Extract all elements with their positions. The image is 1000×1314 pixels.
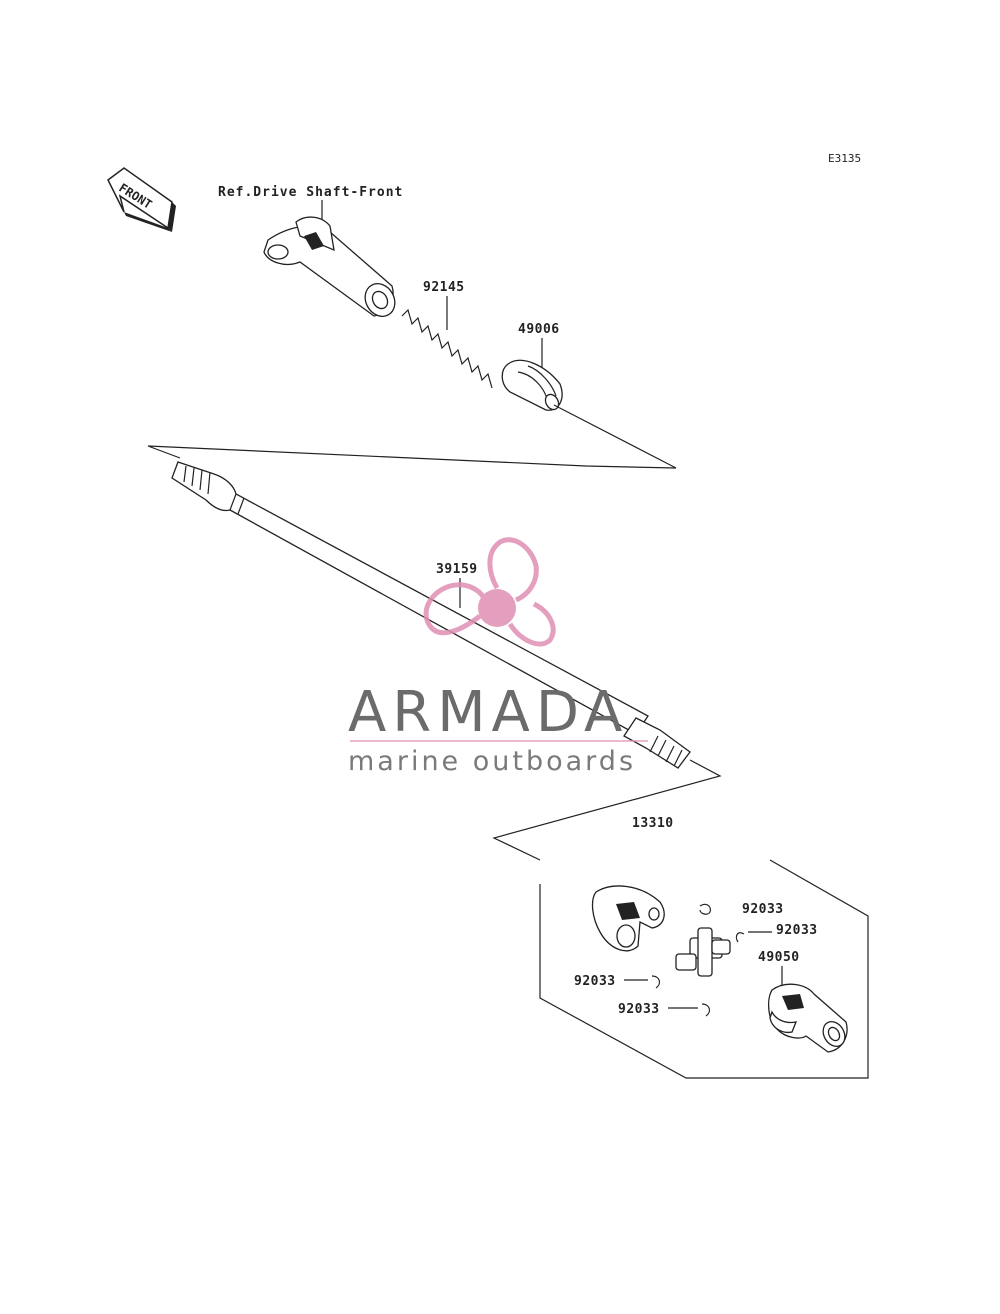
watermark-tagline: marine outboards: [348, 746, 636, 777]
spring-part: [401, 308, 493, 389]
label-snap-ring-a: 92033: [742, 902, 784, 917]
snap-ring-icon: [735, 932, 745, 943]
reference-label: Ref.Drive Shaft-Front: [218, 185, 403, 200]
joint-yoke-upper: [591, 885, 665, 952]
assembly-frame: [539, 859, 869, 1079]
universal-joint-cross: [675, 927, 731, 977]
label-snap-ring-b: 92033: [776, 923, 818, 938]
snap-ring-icon: [701, 1003, 711, 1017]
connector-upper: [147, 404, 677, 469]
front-shaft-yoke: [263, 216, 396, 317]
label-yoke: 49050: [758, 950, 800, 965]
diagram-code: E3135: [828, 152, 861, 165]
label-spring: 92145: [423, 280, 465, 295]
label-shaft: 39159: [436, 562, 478, 577]
joint-yoke-lower: [767, 983, 848, 1053]
shaft-part: [171, 461, 691, 769]
armada-logo-icon: [423, 537, 556, 647]
connector-lower: [492, 759, 722, 861]
damper-part: [501, 359, 563, 411]
label-joint-assembly: 13310: [632, 816, 674, 831]
front-arrow-icon: FRONT: [107, 167, 176, 232]
label-damper: 49006: [518, 322, 560, 337]
label-snap-ring-d: 92033: [618, 1002, 660, 1017]
snap-ring-icon: [699, 903, 711, 915]
label-snap-ring-c: 92033: [574, 974, 616, 989]
watermark-brand: ARMADA: [348, 680, 628, 745]
snap-ring-icon: [651, 975, 661, 989]
